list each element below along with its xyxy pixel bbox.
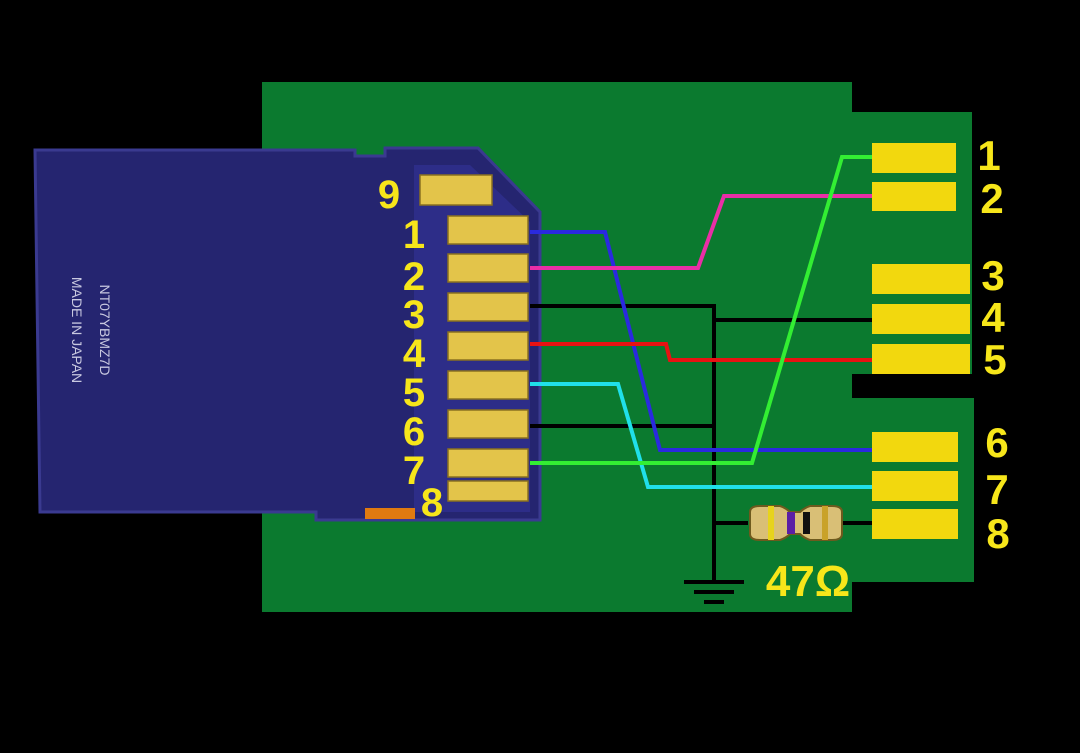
card-label-line-1: NT07YBMZ7D xyxy=(97,284,113,375)
card-pad-8 xyxy=(447,480,529,502)
card-pin-labels: 9 1 2 3 4 5 6 7 8 xyxy=(378,173,443,525)
connector-pad-2 xyxy=(872,182,956,211)
connector-pin-label-1: 1 xyxy=(977,132,1000,179)
connector-pad-7 xyxy=(872,471,958,501)
card-pin-label-3: 3 xyxy=(403,293,425,337)
sd-card-pads xyxy=(419,174,529,502)
band-violet xyxy=(787,512,795,534)
write-protect-tab xyxy=(365,508,415,519)
wire-pin-7 xyxy=(530,155,876,465)
band-black xyxy=(803,512,810,534)
connector-pin-label-5: 5 xyxy=(983,336,1006,383)
card-pad-6 xyxy=(447,409,529,439)
wire-pin-1 xyxy=(530,230,876,452)
wire-pin-5 xyxy=(530,382,876,489)
connector-pin-label-8: 8 xyxy=(986,510,1009,557)
card-pad-3 xyxy=(447,292,529,322)
card-pin-label-4: 4 xyxy=(403,332,426,376)
card-pin-label-9: 9 xyxy=(378,173,400,217)
connector-pin-label-6: 6 xyxy=(985,419,1008,466)
resistor-value-label: 47Ω xyxy=(766,557,850,606)
card-pin-label-6: 6 xyxy=(403,410,425,454)
wire-pin-4 xyxy=(530,342,876,362)
card-pin-label-7: 7 xyxy=(403,449,425,493)
ground-symbol xyxy=(684,580,744,604)
connector-pad-6 xyxy=(872,432,958,462)
resistor-47-ohm xyxy=(749,505,843,541)
card-pad-2 xyxy=(447,253,529,283)
connector-pad-8 xyxy=(872,509,958,539)
card-pad-9 xyxy=(419,174,493,206)
connector-pin-label-3: 3 xyxy=(981,252,1004,299)
card-label-line-2: MADE IN JAPAN xyxy=(69,277,85,383)
wire-pin-2 xyxy=(530,194,876,270)
connector-pad-1 xyxy=(872,143,956,173)
card-pin-label-5: 5 xyxy=(403,371,425,415)
signal-wires xyxy=(530,155,876,489)
card-pin-label-2: 2 xyxy=(403,255,425,299)
connector-pad-4 xyxy=(872,304,970,334)
card-pad-7 xyxy=(447,448,529,478)
band-gold xyxy=(822,506,828,540)
card-pin-label-8: 8 xyxy=(421,481,443,525)
connector-pad-5 xyxy=(872,344,970,374)
card-pad-5 xyxy=(447,370,529,400)
connector-pad-3 xyxy=(872,264,970,294)
connector-pads xyxy=(872,143,970,539)
band-yellow xyxy=(768,506,774,540)
connector-pin-label-4: 4 xyxy=(981,294,1005,341)
card-pad-1 xyxy=(447,215,529,245)
connector-pin-label-7: 7 xyxy=(985,466,1008,513)
card-pad-4 xyxy=(447,331,529,361)
connector-pin-labels: 1 2 3 4 5 6 7 8 xyxy=(977,132,1009,557)
connector-pin-label-2: 2 xyxy=(980,175,1003,222)
card-pin-label-1: 1 xyxy=(403,213,425,257)
